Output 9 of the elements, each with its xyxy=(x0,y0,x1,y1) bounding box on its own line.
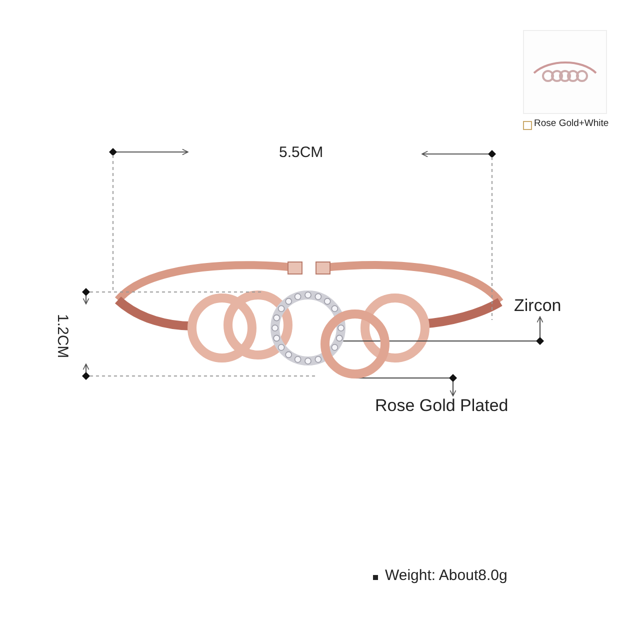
ring-drawing xyxy=(320,309,390,379)
weight-note: Weight: About8.0g xyxy=(385,568,508,584)
leader-line xyxy=(342,316,544,345)
dimension-label: 1.2CM xyxy=(54,314,70,358)
part-label: Zircon xyxy=(514,297,562,316)
part-label: Rose Gold Plated xyxy=(375,397,508,416)
zircon-ring-drawing xyxy=(270,290,346,366)
option-label: Rose Gold+White xyxy=(534,119,609,130)
dimension-label: 5.5CM xyxy=(279,145,324,162)
